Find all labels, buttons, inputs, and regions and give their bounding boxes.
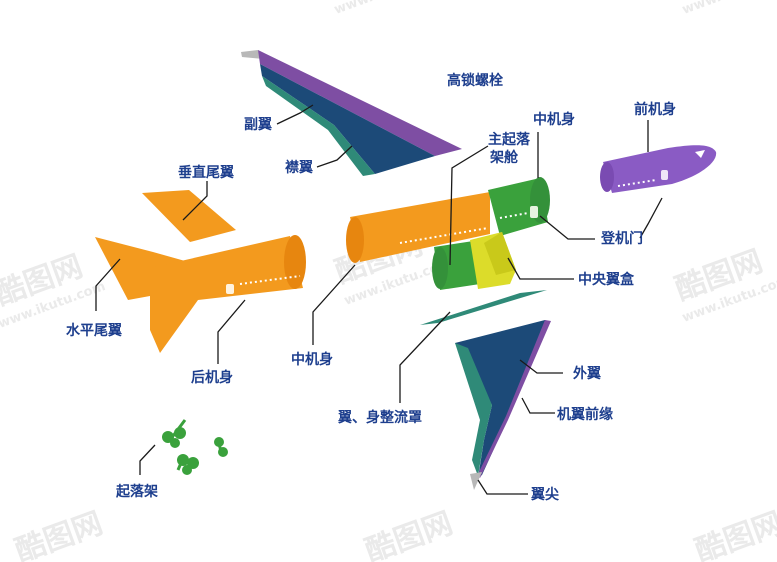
label-boarding-door: 登机门 [601,231,643,247]
leader-main-gear-bay [449,145,489,266]
svg-text:酷图网: 酷图网 [691,506,777,562]
lower-wing-body [455,320,550,478]
lower-wing-tip [470,472,482,490]
watermark-url: www.ikutu.com [332,0,443,18]
center-fuselage-door [530,206,538,218]
leader-boarding-door-2 [539,215,595,240]
watermark-url: www.ikutu.com [680,0,777,18]
label-center-fuselage-top: 中机身 [533,112,575,128]
svg-text:www.ikutu.com: www.ikutu.com [680,0,777,18]
leader-flap [316,145,353,168]
label-wing-body-fairing: 翼、身整流罩 [338,410,422,426]
leader-center-wing-box [507,257,574,280]
leader-aft-fuselage [217,299,246,364]
landing-gear-parts [162,419,228,475]
horizontal-tail-shape [95,237,203,300]
leader-aileron [276,104,314,125]
upper-wing-body [260,64,435,174]
leader-landing-gear [139,444,156,475]
center-section [432,232,516,290]
label-high-lock-bolt: 高锁螺栓 [447,73,503,89]
leader-center-fuselage-bottom [312,264,356,345]
main-gear-bay-end [432,247,448,289]
aft-fuselage-door [226,284,234,294]
watermark-brand: 酷图网 [691,506,777,562]
svg-text:www.ikutu.com: www.ikutu.com [332,0,443,18]
leader-horizontal-tail [95,258,121,311]
label-center-fuselage-bottom: 中机身 [291,352,333,368]
lower-wing-trailing-edge [455,343,492,476]
forward-fuselage-windshield [695,150,705,158]
center-fuselage-orange [350,192,490,262]
label-wingtip: 翼尖 [531,487,559,503]
svg-text:酷图网: 酷图网 [361,506,458,562]
forward-fuselage-windows [617,179,657,187]
upper-wing [241,50,462,176]
watermark-brand: 酷图网 [11,506,108,562]
center-fuselage [346,177,550,263]
leader-wing-leading-edge [521,397,555,414]
label-wing-leading-edge: 机翼前缘 [557,407,613,423]
watermark-brand: 酷图网 [361,506,458,562]
forward-fuselage-shape [603,145,717,193]
vertical-tail-shape [142,190,236,242]
label-aileron: 副翼 [244,117,272,133]
center-wing-box-side [484,232,516,275]
aft-fuselage-windows [239,275,301,285]
aft-fuselage-shape [150,236,303,353]
label-forward-fuselage: 前机身 [634,102,676,118]
wing-body-fairing-shape [420,290,547,325]
label-vertical-tail: 垂直尾翼 [178,165,234,181]
label-horizontal-tail: 水平尾翼 [66,323,122,339]
label-landing-gear: 起落架 [116,484,158,500]
leader-boarding-door [639,197,663,239]
leader-wing-body-fairing [399,311,451,403]
lower-wing [455,320,551,490]
aft-fuselage-assembly [95,235,306,353]
label-flap: 襟翼 [285,160,313,176]
leader-vertical-tail [182,181,208,221]
forward-fuselage [600,145,717,193]
label-center-wing-box: 中央翼盒 [578,272,634,288]
forward-fuselage-door [661,170,668,180]
leader-lines [95,104,663,495]
lower-wing-leading-edge [478,320,551,478]
svg-text:酷图网: 酷图网 [11,506,108,562]
leader-outer-wing [519,359,563,374]
label-main-gear-bay-line1: 主起落 [488,132,530,148]
leader-wingtip [477,479,528,495]
aft-fuselage-joint [284,235,306,289]
upper-wing-leading-edge [258,50,462,156]
label-main-gear-bay-line2: 架舱 [490,150,518,166]
label-aft-fuselage: 后机身 [191,370,233,386]
center-fuselage-front [346,217,364,263]
label-outer-wing: 外翼 [573,366,601,382]
forward-fuselage-end [600,162,614,192]
